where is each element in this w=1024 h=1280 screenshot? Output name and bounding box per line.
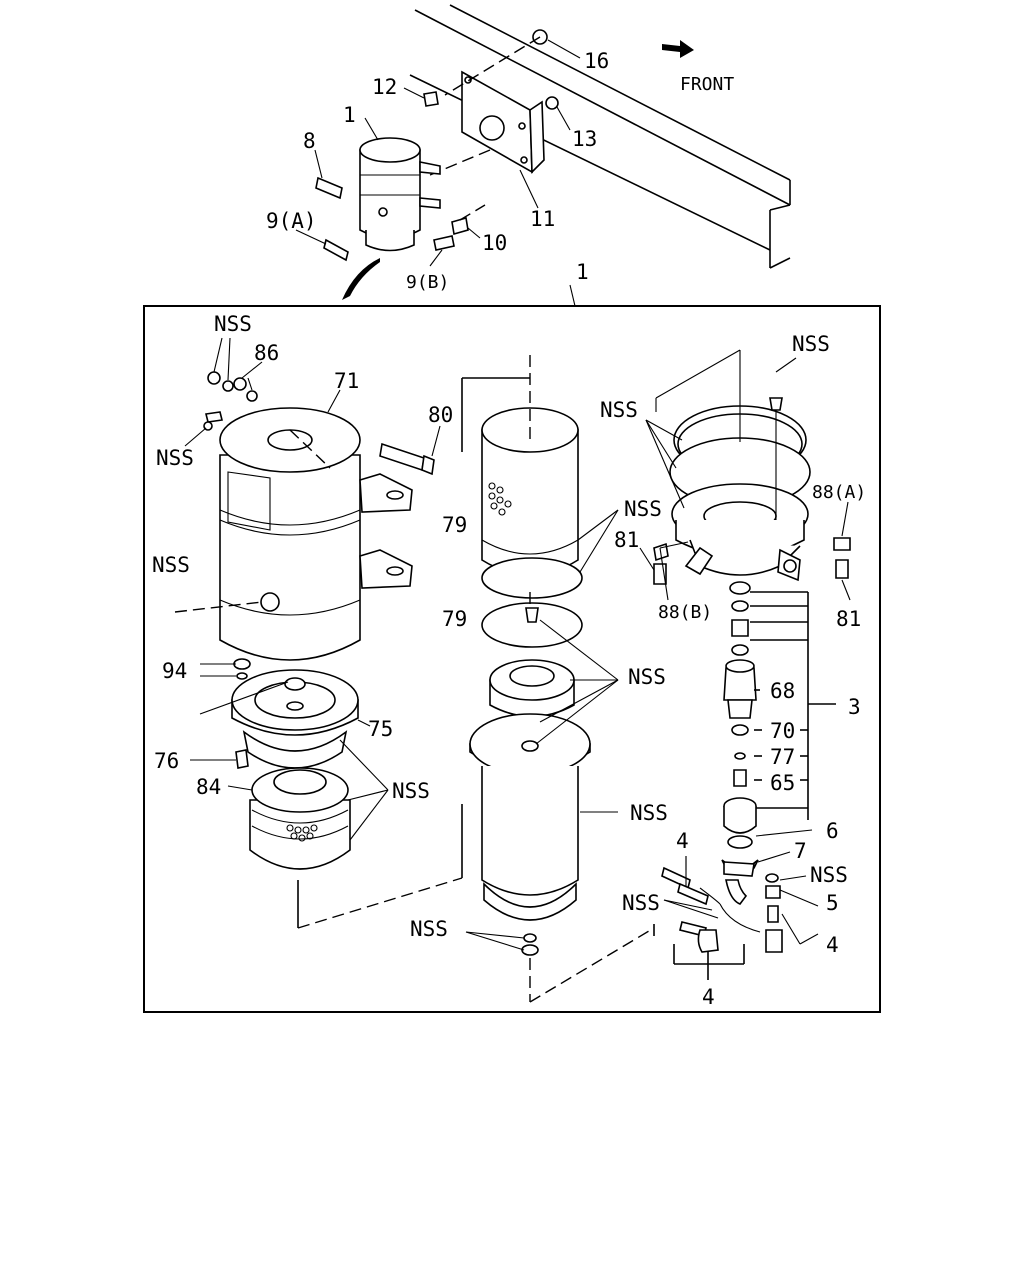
label-79b: 79 — [442, 607, 467, 631]
assembly-guides — [297, 355, 655, 1003]
label-nss-1: NSS — [214, 312, 252, 336]
assembled-air-dryer-small — [315, 137, 455, 262]
bolt-80 — [379, 425, 441, 476]
label-8: 8 — [303, 129, 316, 153]
label-1-top: 1 — [343, 103, 356, 127]
label-5: 5 — [826, 891, 839, 915]
label-nss-11: NSS — [622, 891, 660, 915]
label-3: 3 — [848, 695, 861, 719]
label-9a: 9(A) — [266, 209, 317, 233]
label-9b: 9(B) — [406, 272, 449, 293]
label-1-box: 1 — [576, 260, 589, 284]
label-4c: 4 — [702, 985, 715, 1009]
label-86: 86 — [254, 341, 279, 365]
label-88a: 88(A) — [812, 482, 866, 503]
label-94: 94 — [162, 659, 187, 683]
label-4b: 4 — [826, 933, 839, 957]
fittings-86 — [184, 337, 341, 447]
label-6: 6 — [826, 819, 839, 843]
label-nss-2: NSS — [156, 446, 194, 470]
label-7: 7 — [794, 839, 807, 863]
label-81b: 81 — [836, 607, 861, 631]
label-nss-9: NSS — [630, 801, 668, 825]
housing-assembly — [174, 407, 413, 661]
label-nss-12: NSS — [410, 917, 448, 941]
label-11: 11 — [530, 207, 555, 231]
label-76: 76 — [154, 749, 179, 773]
label-88b: 88(B) — [658, 602, 712, 623]
label-nss-3: NSS — [792, 332, 830, 356]
label-nss-6: NSS — [152, 553, 190, 577]
label-13: 13 — [572, 127, 597, 151]
heater-wiring — [661, 856, 819, 980]
label-12: 12 — [372, 75, 397, 99]
label-nss-10: NSS — [810, 863, 848, 887]
cover-valve-assembly — [639, 349, 851, 875]
detail-arrow-icon — [342, 258, 380, 300]
label-10: 10 — [482, 231, 507, 255]
label-77: 77 — [770, 745, 795, 769]
label-65: 65 — [770, 771, 795, 795]
front-arrow-icon — [662, 40, 694, 58]
mounting-bracket — [461, 70, 545, 174]
front-label: FRONT — [680, 74, 734, 95]
label-75: 75 — [368, 717, 393, 741]
lower-left-parts — [190, 658, 389, 870]
label-nss-5: NSS — [624, 497, 662, 521]
label-70: 70 — [770, 719, 795, 743]
label-4a: 4 — [676, 829, 689, 853]
label-nss-4: NSS — [600, 398, 638, 422]
label-68: 68 — [770, 679, 795, 703]
label-16: 16 — [584, 49, 609, 73]
label-nss-8: NSS — [392, 779, 430, 803]
label-71: 71 — [334, 369, 359, 393]
label-81a: 81 — [614, 528, 639, 552]
label-nss-7: NSS — [628, 665, 666, 689]
label-80: 80 — [428, 403, 453, 427]
top-leaders — [295, 39, 581, 307]
label-84: 84 — [196, 775, 221, 799]
label-79a: 79 — [442, 513, 467, 537]
detail-box — [143, 305, 881, 1013]
desiccant-cartridge — [465, 407, 619, 956]
